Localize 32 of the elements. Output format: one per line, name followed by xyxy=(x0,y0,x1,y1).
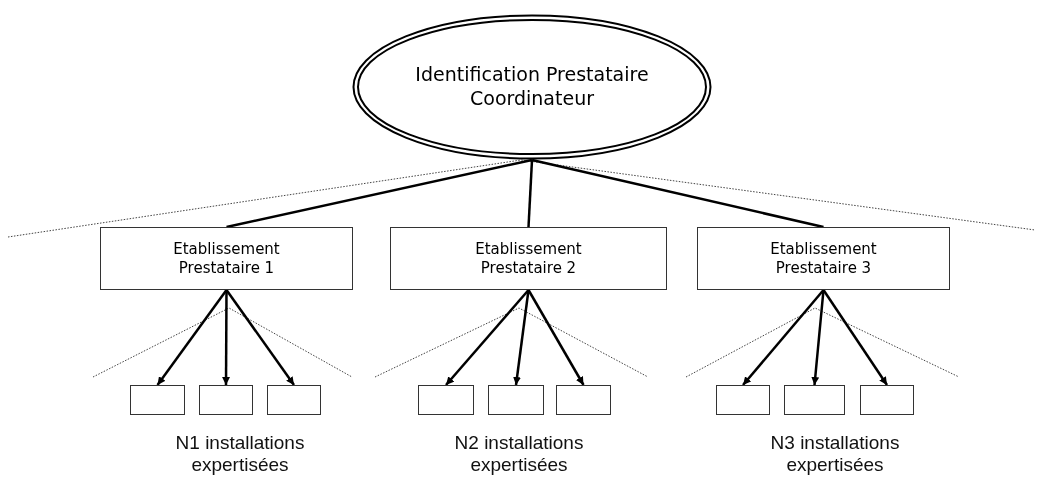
group-caption: N1 installations expertisées xyxy=(174,432,306,476)
group-caption: N3 installations expertisées xyxy=(769,432,901,476)
arrow xyxy=(225,289,295,386)
arrow xyxy=(222,290,231,385)
arrow xyxy=(811,289,825,386)
empty-box xyxy=(130,385,185,415)
empty-box xyxy=(716,385,770,415)
arrow xyxy=(513,289,530,386)
empty-box xyxy=(199,385,253,415)
empty-box xyxy=(556,385,611,415)
empty-box xyxy=(267,385,321,415)
node-text: Etablissement Prestataire 1 xyxy=(172,239,281,278)
group-caption: N2 installations expertisées xyxy=(453,432,585,476)
node-text: Etablissement Prestataire 2 xyxy=(474,239,583,278)
connector-line xyxy=(531,158,824,229)
empty-box xyxy=(488,385,544,415)
arrow xyxy=(445,289,530,386)
empty-box xyxy=(784,385,845,415)
establishment-box xyxy=(697,227,950,290)
connector-line xyxy=(226,158,533,229)
node-text: Identification Prestataire Coordinateur xyxy=(414,63,650,111)
node-text: Etablissement Prestataire 3 xyxy=(769,239,878,278)
empty-box xyxy=(860,385,914,415)
connector-line xyxy=(527,159,534,228)
arrow xyxy=(156,289,228,386)
arrow xyxy=(527,289,585,386)
arrow xyxy=(822,289,889,386)
empty-box xyxy=(418,385,474,415)
establishment-box xyxy=(100,227,353,290)
establishment-box xyxy=(390,227,667,290)
coordinator-ellipse xyxy=(352,14,712,160)
arrow xyxy=(742,289,825,386)
